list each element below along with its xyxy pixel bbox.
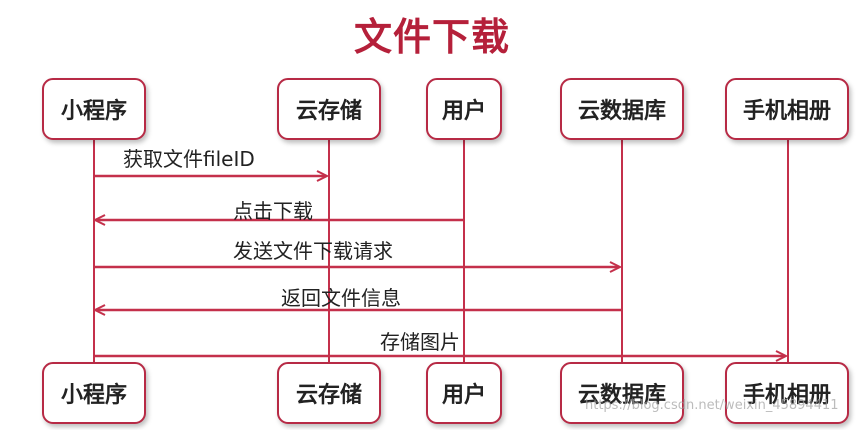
participant-cloud-db-top: 云数据库 [560,78,684,140]
participant-cloud-storage-bottom: 云存储 [277,362,381,424]
participant-album-top: 手机相册 [725,78,849,140]
lifeline-miniprogram [93,140,95,362]
participant-album-bottom: 手机相册 [725,362,849,424]
watermark-text: https://blog.csdn.net/weixin_45894411 [585,398,839,413]
message-label-1: 获取文件fileID [123,147,255,171]
participant-user-bottom: 用户 [426,362,502,424]
participant-cloud-storage-top: 云存储 [277,78,381,140]
lifeline-cloud-storage [328,140,330,362]
participant-user-top: 用户 [426,78,502,140]
participant-cloud-db-bottom: 云数据库 [560,362,684,424]
message-label-3: 发送文件下载请求 [233,239,393,263]
diagram-title: 文件下载 [353,15,510,59]
participant-miniprogram-bottom: 小程序 [42,362,146,424]
participant-miniprogram-top: 小程序 [42,78,146,140]
lifeline-cloud-db [621,140,623,362]
message-label-5: 存储图片 [380,330,460,354]
lifeline-user [463,140,465,362]
message-label-4: 返回文件信息 [281,286,401,310]
message-label-2: 点击下载 [233,199,313,223]
lifeline-album [787,140,789,362]
